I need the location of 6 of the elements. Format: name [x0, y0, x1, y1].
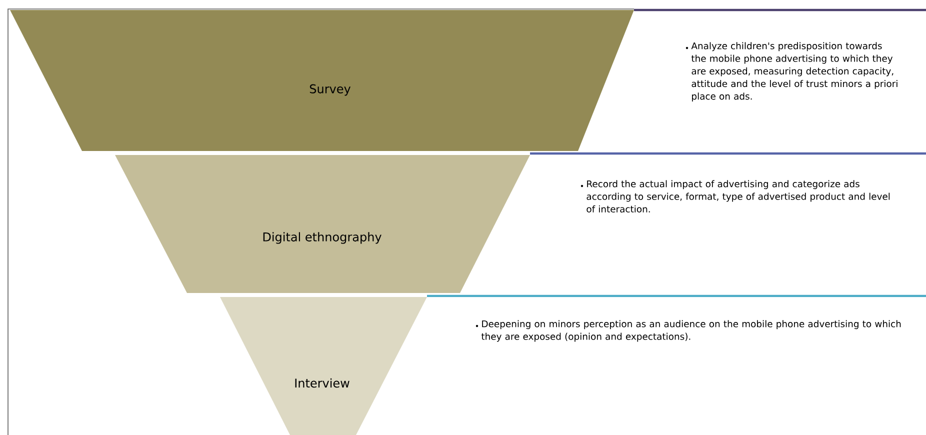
bullet-text: Deepening on minors perception as an audience on the mobile phone advertising to which they are exposed (opinion and expectations).: [476, 320, 901, 342]
funnel-section: Digital ethnography: [115, 155, 530, 293]
funnel-section: Interview: [220, 296, 427, 435]
bullet-text: Analyze children's predisposition towards the mobile phone advertising to which they are exposed, measuring detection capacity, attitude and the level of trust minors a priori place on ads.: [686, 42, 898, 102]
bullet-text: Record the actual impact of advertising and categorize ads according to service, format, type of advertised product and level of interaction.: [580, 180, 890, 212]
funnel-section: Survey: [10, 10, 634, 151]
